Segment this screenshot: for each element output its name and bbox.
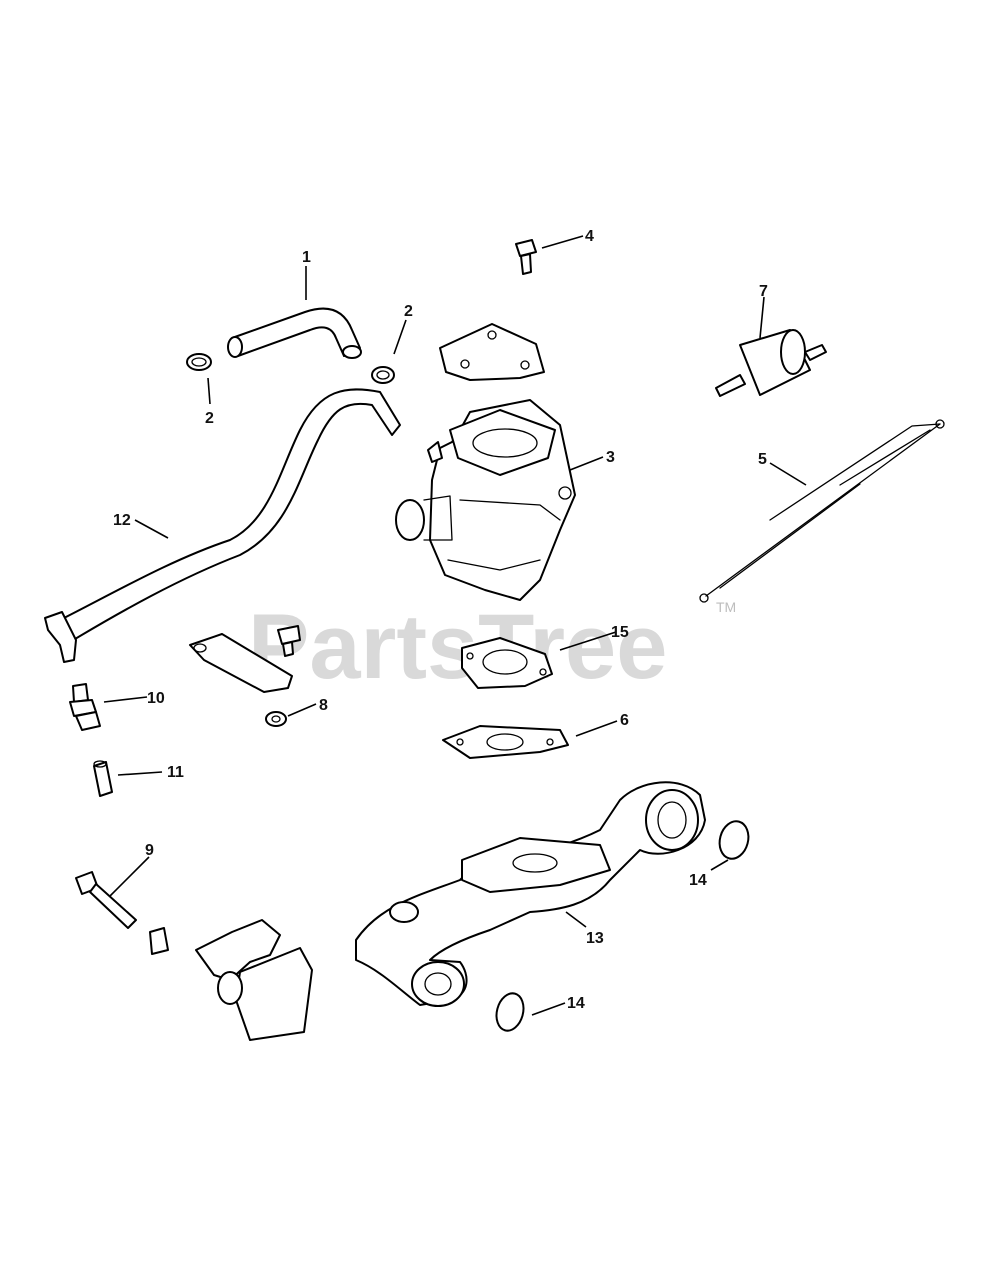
callout-9: 9 [145, 842, 154, 859]
part-10-fitting[interactable] [69, 683, 101, 731]
callout-14-bottom: 14 [567, 995, 585, 1012]
callout-1: 1 [302, 249, 311, 266]
callout-11: 11 [167, 764, 184, 781]
part-9-bolt[interactable] [75, 871, 137, 929]
callout-2-left: 2 [205, 410, 214, 427]
part-14-o-ring-right[interactable] [716, 818, 753, 862]
leader-lines [103, 235, 807, 1016]
throttle-bracket [189, 633, 293, 693]
part-5-wire-cable[interactable] [699, 419, 945, 603]
callout-numbers: 1 2 2 3 4 5 6 7 8 9 10 11 12 13 14 14 15 [113, 228, 768, 1012]
fuel-pump [195, 919, 313, 1041]
callout-10: 10 [147, 690, 165, 707]
part-2-hose-clamp-right[interactable] [371, 366, 395, 384]
part-2-hose-clamp-left[interactable] [186, 353, 212, 371]
watermark-trademark: TM [716, 599, 736, 615]
callout-8: 8 [319, 697, 328, 714]
part-8-washer[interactable] [265, 711, 287, 727]
callout-13: 13 [586, 930, 604, 947]
callout-5: 5 [758, 451, 767, 468]
part-6-spacer-gasket[interactable] [442, 725, 569, 759]
callout-6: 6 [620, 712, 629, 729]
callout-2-right: 2 [404, 303, 413, 320]
part-12-fuel-line[interactable] [44, 388, 401, 663]
bolt-spacer [149, 927, 169, 955]
callout-15: 15 [611, 624, 629, 641]
callout-14-right: 14 [689, 872, 707, 889]
callout-3: 3 [606, 449, 615, 466]
callout-7: 7 [759, 283, 768, 300]
carburetor-top-gasket [439, 323, 545, 381]
watermark: PartsTree [248, 596, 667, 698]
part-1-elbow-hose[interactable] [227, 307, 362, 359]
callout-4: 4 [585, 228, 594, 245]
callout-12: 12 [113, 512, 131, 529]
bracket-bolt [277, 625, 301, 657]
part-4-bolt[interactable] [515, 239, 537, 275]
part-7-fuel-filter[interactable] [715, 329, 827, 397]
part-3-carburetor[interactable] [395, 399, 576, 601]
part-11-sleeve[interactable] [93, 760, 113, 797]
part-15-gasket[interactable] [461, 637, 553, 689]
part-13-intake-manifold[interactable] [355, 781, 706, 1007]
part-14-o-ring-bottom[interactable] [493, 990, 528, 1033]
